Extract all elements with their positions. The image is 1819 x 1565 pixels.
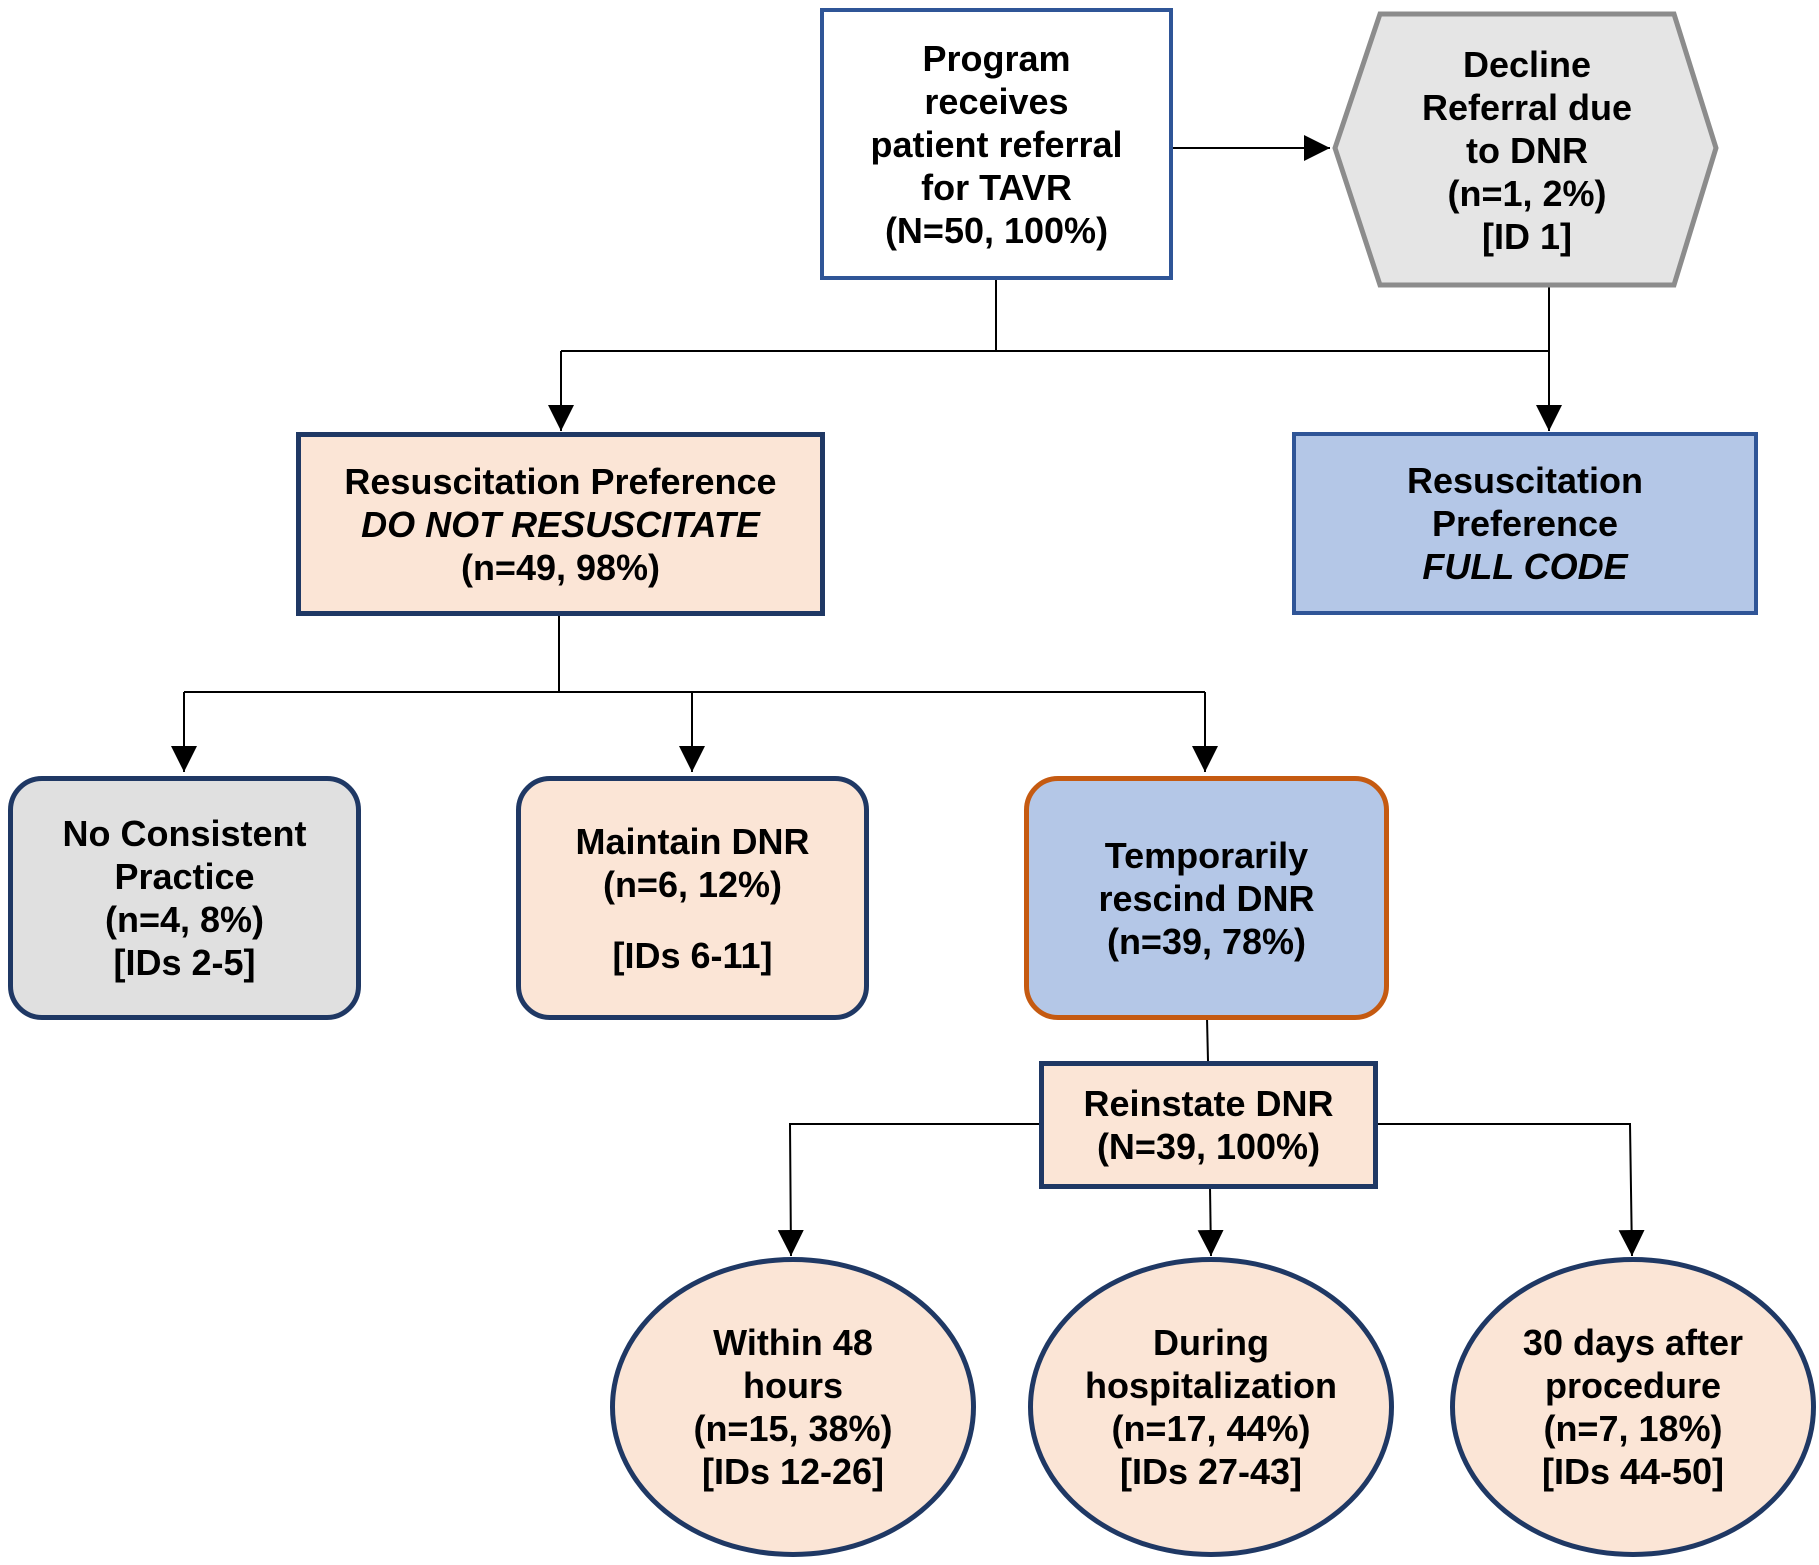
rescind-dnr-line-1: Temporarily xyxy=(1104,834,1309,876)
dnr-preference-count: (n=49, 98%) xyxy=(460,546,661,588)
referral-line-2: receives xyxy=(924,80,1069,122)
maintain-dnr-line-1: Maintain DNR xyxy=(575,820,810,862)
no-consistent-practice-box: No Consistent Practice (n=4, 8%) [IDs 2-… xyxy=(8,776,361,1020)
within-48-line-2: hours xyxy=(742,1365,843,1406)
within-48-line-4: [IDs 12-26] xyxy=(701,1451,885,1492)
decline-line-1: Decline xyxy=(1462,43,1592,85)
referral-line-1: Program xyxy=(922,37,1071,79)
referral-line-4: for TAVR xyxy=(921,166,1072,208)
no-consistent-line-4: [IDs 2-5] xyxy=(113,942,256,983)
decline-text: Decline Referral due to DNR (n=1, 2%) [I… xyxy=(1370,40,1684,260)
dnr-preference-value: DO NOT RESUSCITATE xyxy=(361,503,760,545)
within-48-line-3: (n=15, 38%) xyxy=(693,1408,893,1449)
after-30-line-3: (n=7, 18%) xyxy=(1543,1408,1723,1449)
within-48-line-1: Within 48 xyxy=(713,1322,873,1363)
dnr-preference-label: Resuscitation Preference xyxy=(344,460,777,502)
full-code-value: FULL CODE xyxy=(1422,546,1628,587)
full-code-line-2: Preference xyxy=(1431,503,1619,544)
no-consistent-line-3: (n=4, 8%) xyxy=(104,899,265,940)
after-30-line-1: 30 days after xyxy=(1522,1322,1744,1363)
maintain-dnr-line-2: (n=6, 12%) xyxy=(602,863,783,905)
during-line-2: hospitalization xyxy=(1085,1365,1337,1406)
decline-line-2: Referral due xyxy=(1421,86,1633,128)
dnr-preference-box: Resuscitation Preference DO NOT RESUSCIT… xyxy=(296,432,825,616)
referral-line-5: (N=50, 100%) xyxy=(884,209,1109,251)
decline-hexagon xyxy=(1332,11,1719,288)
referral-line-3: patient referral xyxy=(870,123,1123,165)
maintain-dnr-box: Maintain DNR (n=6, 12%) [IDs 6-11] xyxy=(516,776,869,1020)
maintain-dnr-line-3: [IDs 6-11] xyxy=(612,934,773,976)
arrow-to-within48 xyxy=(777,1123,1041,1257)
full-code-line-1: Resuscitation xyxy=(1406,460,1644,501)
no-consistent-line-2: Practice xyxy=(114,856,255,897)
rescind-dnr-line-2: rescind DNR xyxy=(1098,877,1315,919)
decline-line-3: to DNR xyxy=(1466,129,1588,171)
decline-line-5: [ID 1] xyxy=(1482,215,1572,257)
after-30-line-2: procedure xyxy=(1544,1365,1722,1406)
after-30-line-4: [IDs 44-50] xyxy=(1541,1451,1725,1492)
during-line-3: (n=17, 44%) xyxy=(1111,1408,1311,1449)
decline-line-4: (n=1, 2%) xyxy=(1447,172,1607,214)
rescind-dnr-box: Temporarily rescind DNR (n=39, 78%) xyxy=(1024,776,1389,1020)
arrow-to-after30 xyxy=(1375,1123,1645,1257)
during-line-4: [IDs 27-43] xyxy=(1119,1451,1303,1492)
reinstate-dnr-line-2: (N=39, 100%) xyxy=(1096,1126,1321,1167)
reinstate-dnr-line-1: Reinstate DNR xyxy=(1083,1083,1334,1124)
during-hospitalization-ellipse: During hospitalization (n=17, 44%) [IDs … xyxy=(1028,1257,1394,1557)
thirty-days-after-ellipse: 30 days after procedure (n=7, 18%) [IDs … xyxy=(1450,1257,1816,1557)
line-rescind-to-reinstate xyxy=(1206,1017,1209,1062)
no-consistent-line-1: No Consistent xyxy=(62,813,307,854)
within-48-hours-ellipse: Within 48 hours (n=15, 38%) [IDs 12-26] xyxy=(610,1257,976,1557)
referral-box: Program receives patient referral for TA… xyxy=(820,8,1173,280)
arrow-to-during xyxy=(1197,1186,1224,1257)
full-code-box: Resuscitation Preference FULL CODE xyxy=(1292,432,1758,615)
rescind-dnr-line-3: (n=39, 78%) xyxy=(1106,920,1307,962)
reinstate-dnr-box: Reinstate DNR (N=39, 100%) xyxy=(1039,1061,1378,1189)
during-line-1: During xyxy=(1153,1322,1269,1363)
